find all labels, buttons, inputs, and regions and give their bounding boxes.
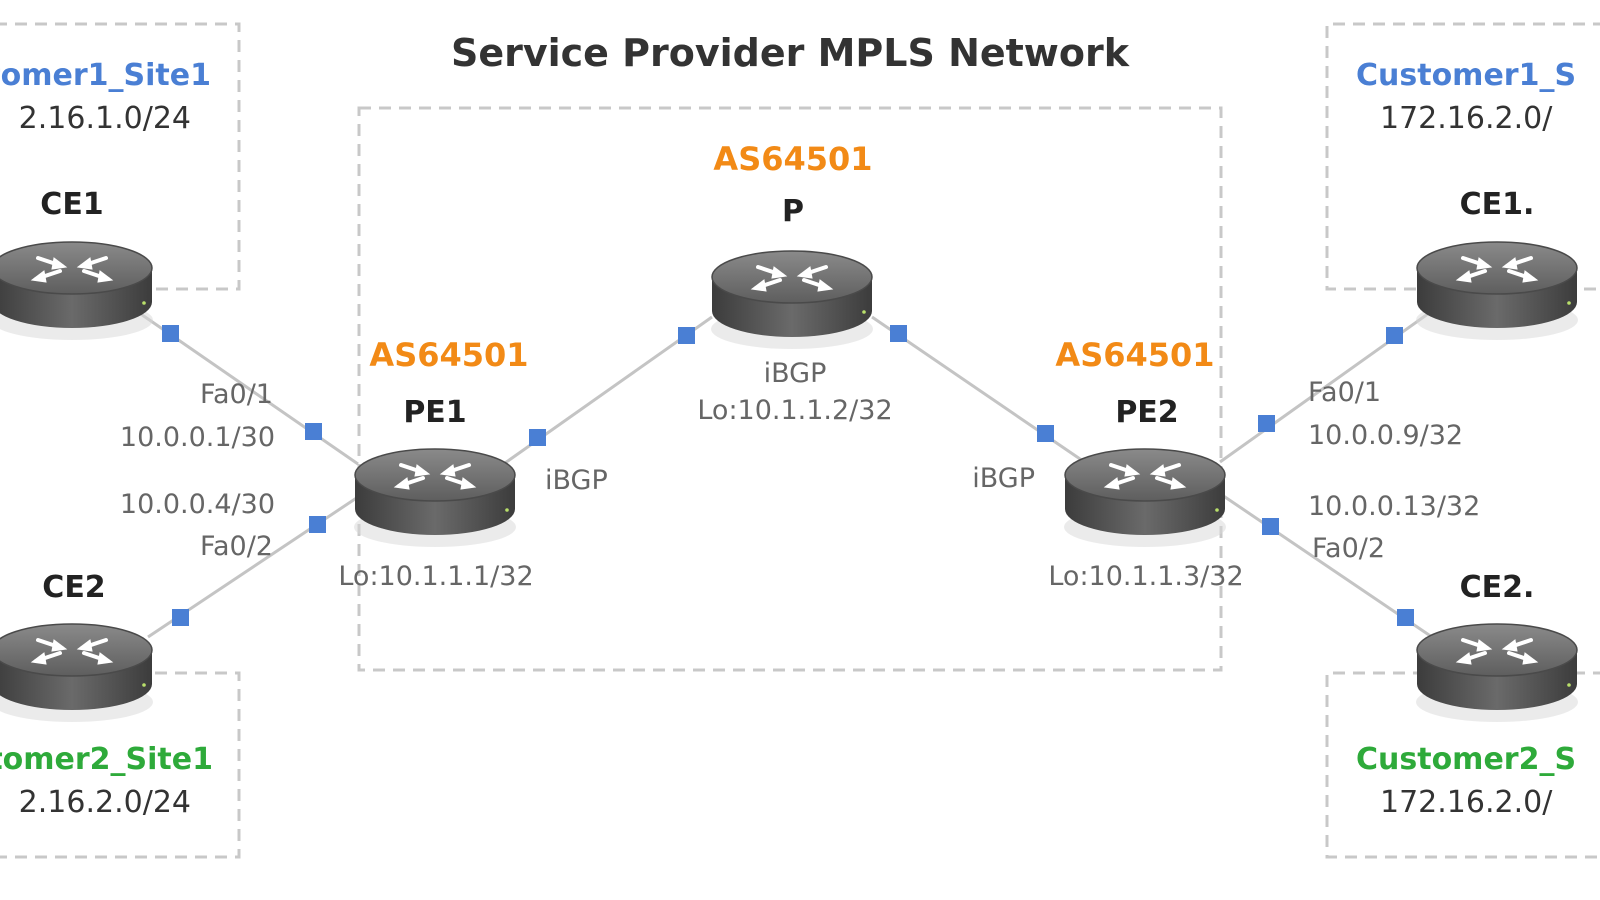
router-icon-pe2[interactable] [1062,447,1228,549]
router-icon-ce2-left[interactable] [0,622,155,724]
loopback-label-p: Lo:10.1.1.2/32 [697,395,892,426]
router-icon-ce1-right[interactable] [1414,240,1580,342]
site-subnet-left-bottom: 2.16.2.0/24 [19,785,191,820]
protocol-label-p: iBGP [764,358,827,389]
site-subnet-left-top: 2.16.1.0/24 [19,101,191,136]
interface-ip-pe2-fa02: 10.0.0.13/32 [1308,491,1480,522]
port-marker [172,609,189,626]
interface-ip-pe1-fa02: 10.0.0.4/30 [120,489,275,520]
port-marker [1386,327,1403,344]
port-marker [1262,518,1279,535]
router-icon-pe1[interactable] [352,447,518,549]
router-label-pe2: PE2 [1115,395,1178,430]
router-label-ce1-left: CE1 [40,187,103,222]
port-marker [529,429,546,446]
router-icon-ce2-right[interactable] [1414,622,1580,724]
site-box-right-bottom [1325,671,1600,859]
link-protocol-p-pe2: iBGP [972,463,1035,494]
port-marker [1037,425,1054,442]
loopback-label-pe2: Lo:10.1.1.3/32 [1048,561,1243,592]
interface-name-pe2-fa02: Fa0/2 [1312,533,1385,564]
site-name-left-bottom: tomer2_Site1 [0,742,213,777]
router-label-p: P [782,194,804,229]
port-marker [162,325,179,342]
interface-ip-pe2-fa01: 10.0.0.9/32 [1308,420,1463,451]
site-subnet-right-bottom: 172.16.2.0/ [1380,785,1553,820]
port-marker [890,325,907,342]
port-marker [678,327,695,344]
as-label-pe2: AS64501 [1055,336,1214,374]
router-icon-p[interactable] [709,249,875,351]
router-label-ce2-right: CE2. [1460,570,1535,605]
interface-ip-pe1-fa01: 10.0.0.1/30 [120,422,275,453]
port-marker [1397,609,1414,626]
router-label-ce1-right: CE1. [1460,187,1535,222]
loopback-label-pe1: Lo:10.1.1.1/32 [338,561,533,592]
port-marker [1258,415,1275,432]
interface-name-pe1-fa02: Fa0/2 [200,531,273,562]
as-label-pe1: AS64501 [369,336,528,374]
as-label-p: AS64501 [713,140,872,178]
site-subnet-right-top: 172.16.2.0/ [1380,101,1553,136]
provider-network-box [357,106,1223,672]
router-icon-ce1-left[interactable] [0,240,155,342]
diagram-title: Service Provider MPLS Network [451,31,1130,75]
site-name-right-top: Customer1_S [1356,58,1576,93]
router-label-ce2-left: CE2 [42,570,105,605]
site-name-right-bottom: Customer2_S [1356,742,1576,777]
link-protocol-pe1-p: iBGP [545,465,608,496]
site-name-left-top: tomer1_Site1 [0,58,211,93]
port-marker [305,423,322,440]
interface-name-pe1-fa01: Fa0/1 [200,379,273,410]
router-label-pe1: PE1 [403,395,466,430]
port-marker [309,516,326,533]
interface-name-pe2-fa01: Fa0/1 [1308,377,1381,408]
